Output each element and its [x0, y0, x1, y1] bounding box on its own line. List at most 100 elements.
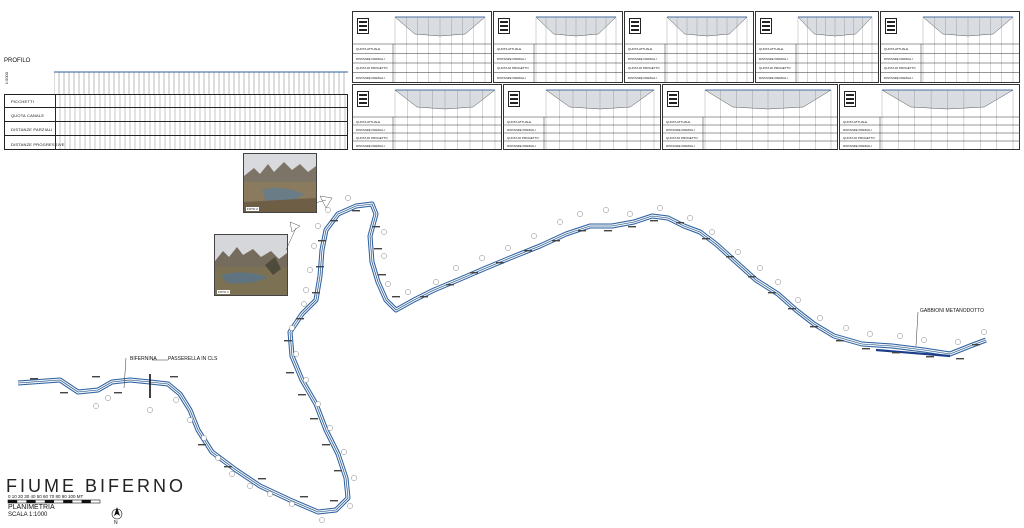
cross-section-drawing: [625, 16, 753, 82]
station-marker: [687, 215, 693, 221]
elevation-label-mark: [322, 444, 330, 446]
elevation-label-mark: [198, 444, 206, 446]
cross-section-row-label: QUOTA ATTUALE: [884, 47, 909, 52]
elevation-label-mark: [378, 274, 386, 276]
station-marker: [303, 287, 309, 293]
station-marker: [381, 253, 387, 259]
gabions-segment: [875, 348, 951, 358]
photo-2-caption: FOTO 2: [246, 207, 259, 211]
elevation-label-mark: [578, 230, 586, 232]
cross-section-row-label: DISTANZE PARZIALI: [356, 56, 385, 61]
station-marker: [505, 245, 511, 251]
station-marker: [303, 377, 309, 383]
elevation-label-mark: [446, 284, 454, 286]
cross-section-drawing: [504, 89, 660, 149]
cross-section-1: QUOTA ATTUALE DISTANZE PARZIALI QUOTA DI P…: [352, 11, 492, 83]
bifernina-leader: [123, 357, 127, 389]
elevation-label-mark: [312, 292, 320, 294]
station-marker: [385, 281, 391, 287]
elevation-label-mark: [330, 220, 338, 222]
cross-section-drawing: [663, 89, 837, 149]
photo-1: FOTO 1: [214, 234, 288, 296]
elevation-label-mark: [524, 250, 532, 252]
profile-row-picchetti: PICCHETTI: [11, 99, 34, 104]
cross-section-row-label: QUOTA DI PROGETTO: [628, 66, 660, 71]
elevation-label-mark: [334, 470, 342, 472]
plan-label: PLANIMETRIA: [8, 504, 55, 511]
station-marker: [351, 475, 357, 481]
cross-section-row-label: DISTANZE PARZIALI: [759, 56, 788, 61]
cross-section-legend-icon: [357, 18, 369, 34]
station-marker: [709, 229, 715, 235]
cross-section-row-label: QUOTA DI PROGETTO: [666, 135, 698, 140]
cross-section-legend-icon: [760, 18, 772, 34]
cross-section-row-label: QUOTA ATTUALE: [759, 47, 784, 52]
cross-section-legend-icon: [629, 18, 641, 34]
cross-section-legend-icon: [667, 91, 679, 107]
bifernina-label: BIFERNINA: [130, 356, 157, 362]
station-marker: [433, 279, 439, 285]
cross-section-drawing: [756, 16, 878, 82]
gabions-label: GABBIONI METANODOTTO: [920, 308, 984, 314]
cross-section-row-label: QUOTA DI PROGETTO: [843, 135, 875, 140]
elevation-label-mark: [114, 392, 122, 394]
station-marker: [795, 297, 801, 303]
elevation-label-mark: [316, 266, 324, 268]
elevation-label-mark: [286, 372, 294, 374]
elevation-label-mark: [810, 326, 818, 328]
elevation-label-mark: [676, 222, 684, 224]
station-marker: [757, 265, 763, 271]
cross-section-row-label: DISTANZE PARZIALI: [628, 75, 657, 80]
plan-scale-label: SCALA 1:1000: [8, 512, 48, 518]
cross-section-row-label: QUOTA DI PROGETTO: [356, 66, 388, 71]
photo-1-view-marker: [289, 221, 301, 233]
cross-section-2: QUOTA ATTUALE DISTANZE PARZIALI QUOTA DI P…: [493, 11, 623, 83]
cross-section-drawing: [353, 16, 491, 82]
cross-section-row-label: QUOTA ATTUALE: [356, 47, 381, 52]
cross-section-row-label: QUOTA ATTUALE: [356, 119, 381, 124]
elevation-label-mark: [298, 394, 306, 396]
elevation-label-mark: [224, 466, 232, 468]
cross-section-drawing: [494, 16, 622, 82]
cross-section-row-label: DISTANZE PARZIALI: [628, 56, 657, 61]
station-marker: [867, 331, 873, 337]
station-marker: [289, 501, 295, 507]
station-marker: [147, 407, 153, 413]
photo-2: FOTO 2: [243, 153, 317, 213]
elevation-label-mark: [352, 210, 360, 212]
cross-section-row-label: DISTANZE PARZIALI: [497, 75, 526, 80]
north-arrow: [111, 507, 123, 520]
station-marker: [735, 249, 741, 255]
photo-2-view-marker: [319, 195, 333, 209]
station-marker: [921, 337, 927, 343]
station-marker: [325, 207, 331, 213]
cross-section-row-label: DISTANZE PARZIALI: [356, 75, 385, 80]
profile-graph: [54, 71, 348, 94]
station-marker: [267, 491, 273, 497]
station-marker: [557, 219, 563, 225]
cross-section-legend-icon: [885, 18, 897, 34]
station-marker: [817, 315, 823, 321]
river-channel-outer: [17, 201, 987, 515]
cross-section-row-label: QUOTA ATTUALE: [497, 47, 522, 52]
station-marker: [315, 223, 321, 229]
station-marker: [657, 205, 663, 211]
elevation-label-mark: [748, 276, 756, 278]
station-marker: [479, 255, 485, 261]
cross-section-drawing: [881, 16, 1019, 82]
station-marker: [341, 449, 347, 455]
cross-section-legend-icon: [357, 91, 369, 107]
station-marker: [105, 395, 111, 401]
profile-table-columns: [55, 95, 346, 149]
cross-section-drawing: [840, 89, 1019, 149]
cross-section-row-label: DISTANZE PARZIALI: [884, 75, 913, 80]
cross-section-row-label: QUOTA ATTUALE: [507, 119, 532, 124]
scale-bar-label: 0 10 20 30 40 50 60 70 80 90 100 MT: [8, 494, 84, 499]
elevation-label-mark: [628, 226, 636, 228]
elevation-label-mark: [788, 308, 796, 310]
cross-section-row-label: QUOTA DI PROGETTO: [497, 66, 529, 71]
